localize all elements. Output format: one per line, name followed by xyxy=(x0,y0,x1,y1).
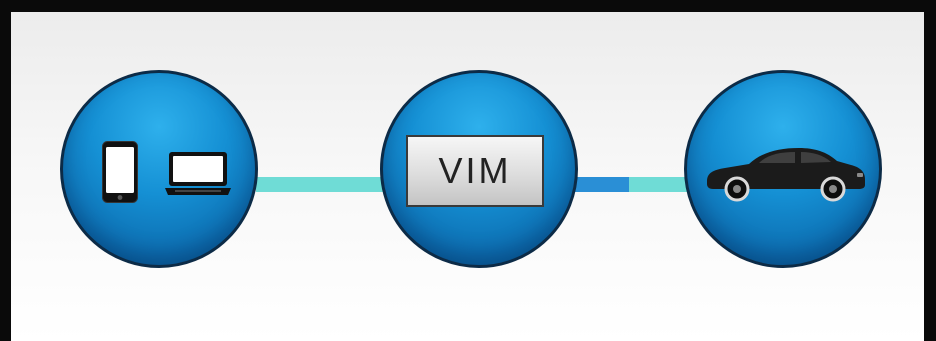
connector-vim-vehicle-blue xyxy=(571,177,629,192)
connector-vim-vehicle-light xyxy=(629,177,689,192)
tablet-icon xyxy=(102,141,138,203)
vim-box: VIM xyxy=(406,135,544,207)
vim-label: VIM xyxy=(438,150,512,191)
vim-node: VIM xyxy=(380,70,578,268)
laptop-icon xyxy=(165,152,231,195)
connector-devices-vim xyxy=(256,177,411,192)
vehicle-node xyxy=(684,70,882,268)
devices-node xyxy=(60,70,258,268)
car-icon xyxy=(707,148,865,202)
